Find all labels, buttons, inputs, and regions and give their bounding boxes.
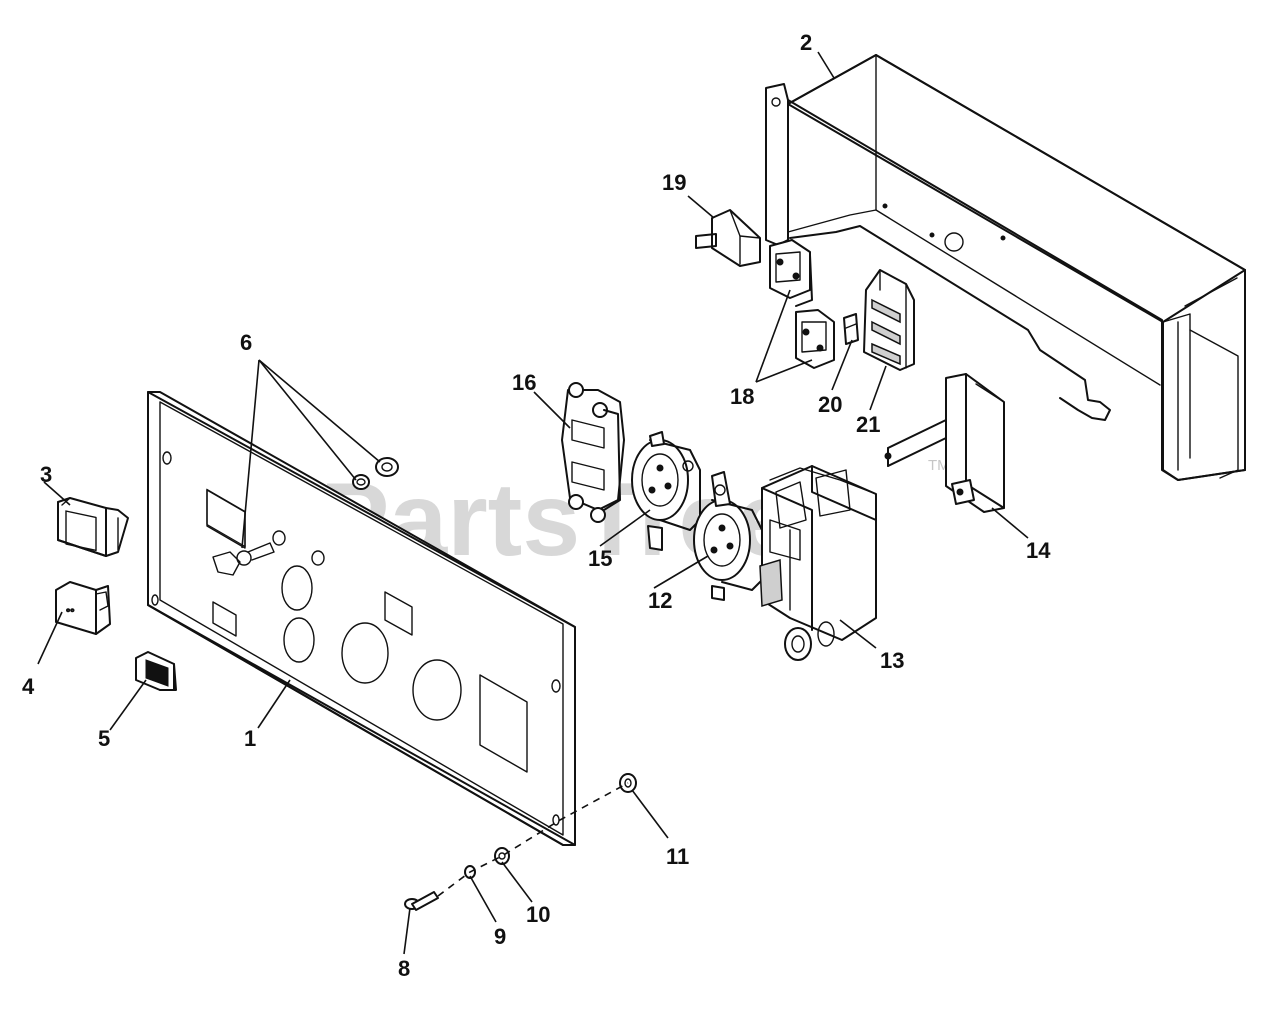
callout-14: 14 [1026,538,1051,563]
part-16-duplex-receptacle[interactable] [561,382,625,523]
callout-2: 2 [800,30,812,55]
part-21-terminal-block[interactable] [863,269,915,371]
callout-9: 9 [494,924,506,949]
part-2-rear-box[interactable] [765,54,1246,481]
assembly-path-line [437,782,629,897]
part-6-grommets[interactable] [352,457,399,490]
part-20-terminal[interactable] [843,313,859,345]
svg-text:◦◦: ◦◦ [66,603,75,617]
callout-13: 13 [880,648,904,673]
part-15-twist-lock-receptacle[interactable] [631,431,701,551]
callout-16: 16 [512,370,536,395]
callout-18: 18 [730,384,754,409]
callout-labels: 1 2 3 4 5 6 8 9 10 11 12 13 14 15 16 18 … [22,30,1051,981]
callout-20: 20 [818,392,842,417]
callout-19: 19 [662,170,686,195]
callout-11: 11 [666,844,689,869]
callout-3: 3 [40,462,52,487]
watermark-trademark: TM [928,457,950,474]
part-19-bracket[interactable] [695,209,761,267]
callout-5: 5 [98,726,110,751]
callout-15: 15 [588,546,612,571]
part-14-bracket[interactable] [884,373,1005,513]
part-12-twist-lock-receptacle[interactable] [693,471,763,601]
callout-10: 10 [526,902,550,927]
part-13-module[interactable] [759,465,877,661]
callout-21: 21 [856,412,880,437]
callout-8: 8 [398,956,410,981]
callout-4: 4 [22,674,35,699]
part-8-screw[interactable] [404,891,439,911]
part-18-connectors[interactable] [769,239,835,369]
callout-12: 12 [648,588,672,613]
part-4-breaker[interactable]: ◦◦ [55,581,111,635]
callout-1: 1 [244,726,256,751]
part-5-rocker-switch[interactable] [135,651,177,691]
leader-lines [37,51,1029,955]
part-3-switch[interactable] [57,497,129,557]
part-10-washer[interactable] [494,847,510,865]
part-1-control-panel[interactable] [147,391,576,846]
callout-6: 6 [240,330,252,355]
